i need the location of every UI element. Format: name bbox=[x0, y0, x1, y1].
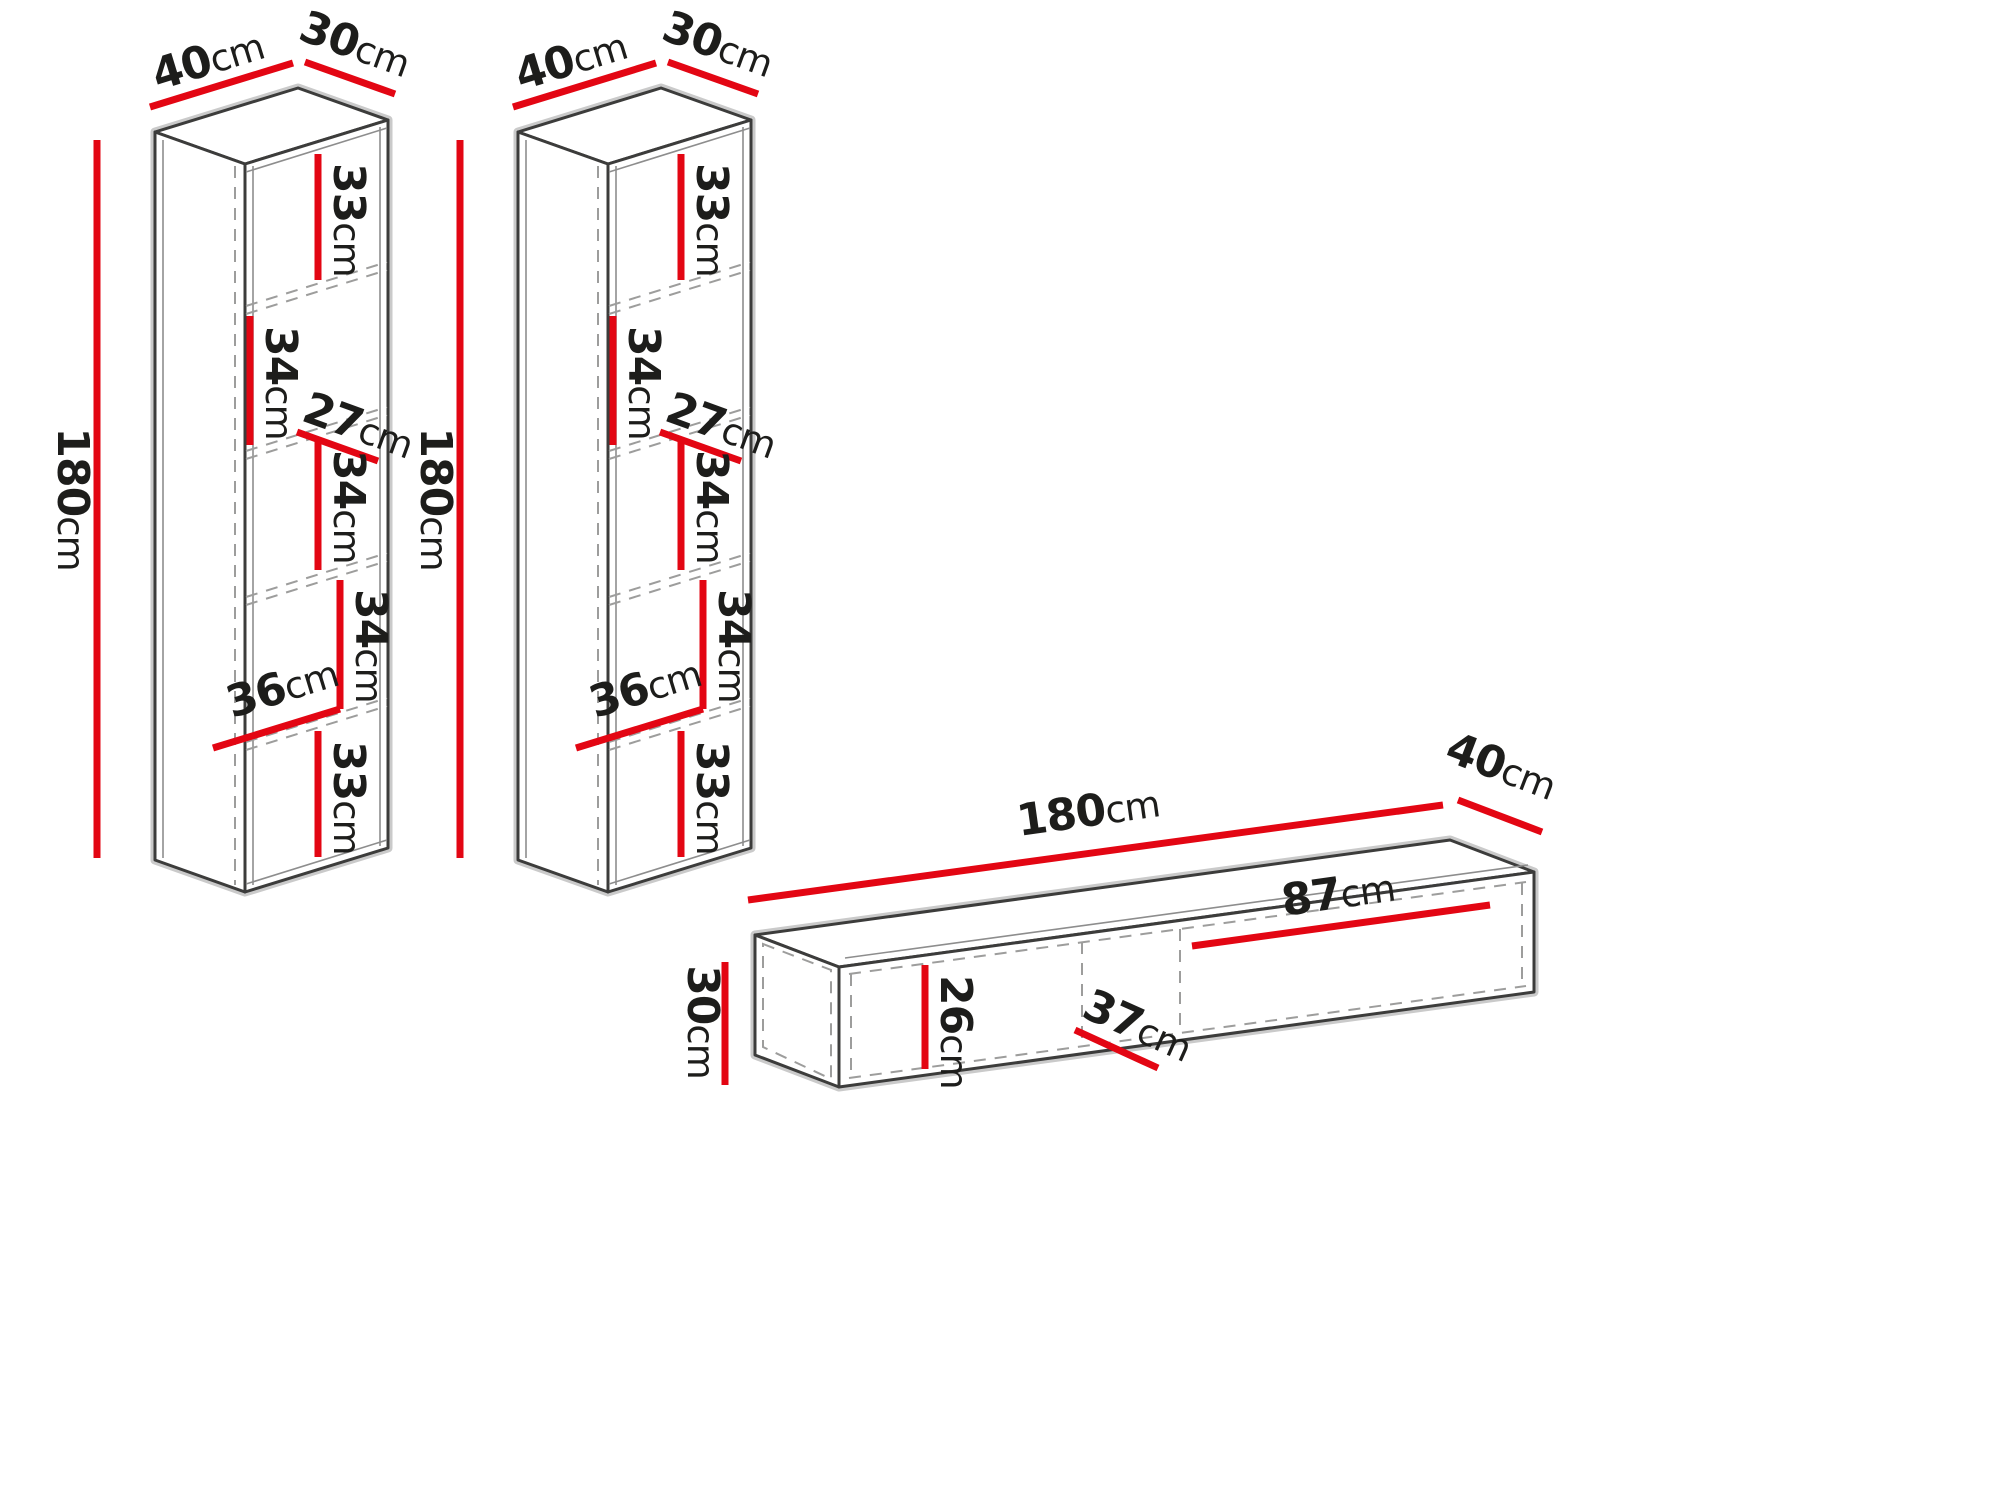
front-inner-top-dashed bbox=[848, 881, 1527, 975]
front-top-panel-edge bbox=[608, 127, 751, 173]
dim-value: 33 bbox=[686, 163, 737, 222]
dim-value: 180 bbox=[47, 427, 98, 516]
side-inner-dashed bbox=[762, 942, 832, 1081]
compartment-5-label: 33cm bbox=[686, 741, 737, 855]
shelf-4-back-dashed bbox=[608, 705, 751, 751]
shelf-1-front-dashed bbox=[608, 261, 751, 307]
dim-unit: cm bbox=[679, 1024, 722, 1078]
cabinet-side-face bbox=[153, 130, 247, 894]
front-top-panel-edge bbox=[245, 127, 388, 173]
dim-unit: cm bbox=[325, 800, 368, 854]
cabinet-depth-label: 30cm bbox=[293, 1, 417, 88]
shelf-1-back-dashed bbox=[608, 269, 751, 315]
cabinet-height-label: 180cm bbox=[47, 427, 98, 570]
dim-value: 26 bbox=[930, 975, 981, 1034]
shelf-1-front-dashed bbox=[245, 261, 388, 307]
stand-height-label: 30cm bbox=[677, 965, 728, 1079]
dim-value: 30 bbox=[677, 965, 728, 1024]
dim-unit: cm bbox=[688, 222, 731, 276]
depth-dimension-line bbox=[1456, 796, 1544, 836]
front-inner-bottom-dashed bbox=[848, 985, 1527, 1079]
depth-dimension-line bbox=[303, 58, 397, 98]
dim-value: 34 bbox=[618, 326, 669, 385]
compartment-3-label: 34cm bbox=[686, 450, 737, 564]
tv-stand: 180cm 40cm 30cm 26cm 37cm 87cm bbox=[677, 722, 1563, 1092]
depth-dimension-line bbox=[666, 58, 760, 98]
shelf-3-front-dashed bbox=[608, 552, 751, 598]
shelf-4-front-dashed bbox=[608, 697, 751, 743]
dim-value: 34 bbox=[255, 326, 306, 385]
dim-unit: cm bbox=[347, 648, 390, 702]
dim-unit: cm bbox=[710, 648, 753, 702]
compartment-5-label: 33cm bbox=[323, 741, 374, 855]
stand-inner-height-label: 26cm bbox=[930, 975, 981, 1089]
dim-unit: cm bbox=[932, 1034, 975, 1088]
dim-value: 34 bbox=[686, 450, 737, 509]
inner-width-dimension-line bbox=[574, 705, 705, 752]
dim-unit: cm bbox=[49, 516, 92, 570]
shelf-3-back-dashed bbox=[245, 560, 388, 606]
compartment-3-label: 34cm bbox=[323, 450, 374, 564]
cabinet-depth-label: 30cm bbox=[656, 1, 780, 88]
stand-depth-label: 40cm bbox=[1439, 722, 1563, 810]
dim-unit: cm bbox=[325, 222, 368, 276]
stand-width-label: 180cm bbox=[1014, 776, 1163, 846]
shelf-depth-dimension-line bbox=[658, 428, 743, 465]
compartment-1-label: 33cm bbox=[323, 163, 374, 277]
shelf-depth-dimension-line bbox=[295, 428, 380, 465]
cabinet-side-face bbox=[516, 130, 610, 894]
dim-unit: cm bbox=[688, 509, 731, 563]
shelf-4-back-dashed bbox=[245, 705, 388, 751]
inner-width-dimension-line bbox=[1191, 901, 1491, 950]
inner-depth-dimension-line bbox=[1073, 1026, 1160, 1072]
dim-value: 33 bbox=[686, 741, 737, 800]
dim-value: 34 bbox=[708, 589, 759, 648]
dim-value: 34 bbox=[323, 450, 374, 509]
inner-width-dimension-line bbox=[211, 705, 342, 752]
shelf-3-back-dashed bbox=[608, 560, 751, 606]
width-dimension-line bbox=[148, 59, 295, 111]
dim-value: 34 bbox=[345, 589, 396, 648]
shelf-1-back-dashed bbox=[245, 269, 388, 315]
compartment-1-label: 33cm bbox=[686, 163, 737, 277]
shelf-2-front-dashed bbox=[608, 406, 751, 452]
dim-unit: cm bbox=[620, 385, 663, 439]
width-dimension-line bbox=[747, 801, 1444, 904]
front-bottom-panel-edge bbox=[245, 839, 388, 885]
dim-unit: cm bbox=[257, 385, 300, 439]
dim-unit: cm bbox=[688, 800, 731, 854]
stand-inner-width-label: 87cm bbox=[1278, 860, 1398, 926]
dim-value: 180 bbox=[410, 427, 461, 516]
cabinet-1: 40cm 30cm 180cm 33cm 34cm 27cm 34cm 34cm… bbox=[47, 1, 418, 897]
compartment-2-label: 34cm bbox=[618, 326, 669, 440]
dim-unit: cm bbox=[1338, 866, 1398, 916]
compartment-4-label: 34cm bbox=[345, 589, 396, 703]
width-dimension-line bbox=[511, 59, 658, 111]
dim-value: 87 bbox=[1278, 868, 1344, 927]
dim-unit: cm bbox=[325, 509, 368, 563]
top-front-panel-edge bbox=[844, 864, 1529, 959]
dim-value: 33 bbox=[323, 741, 374, 800]
compartment-4-label: 34cm bbox=[708, 589, 759, 703]
dim-value: 180 bbox=[1014, 784, 1109, 847]
shelf-2-front-dashed bbox=[245, 406, 388, 452]
cabinet-2: 40cm 30cm 180cm 33cm 34cm 27cm 34cm 34cm… bbox=[410, 1, 781, 897]
shelf-4-front-dashed bbox=[245, 697, 388, 743]
dim-unit: cm bbox=[412, 516, 455, 570]
dim-value: 33 bbox=[323, 163, 374, 222]
front-bottom-panel-edge bbox=[608, 839, 751, 885]
compartment-2-label: 34cm bbox=[255, 326, 306, 440]
cabinet-height-label: 180cm bbox=[410, 427, 461, 570]
dim-unit: cm bbox=[1102, 782, 1162, 832]
shelf-3-front-dashed bbox=[245, 552, 388, 598]
